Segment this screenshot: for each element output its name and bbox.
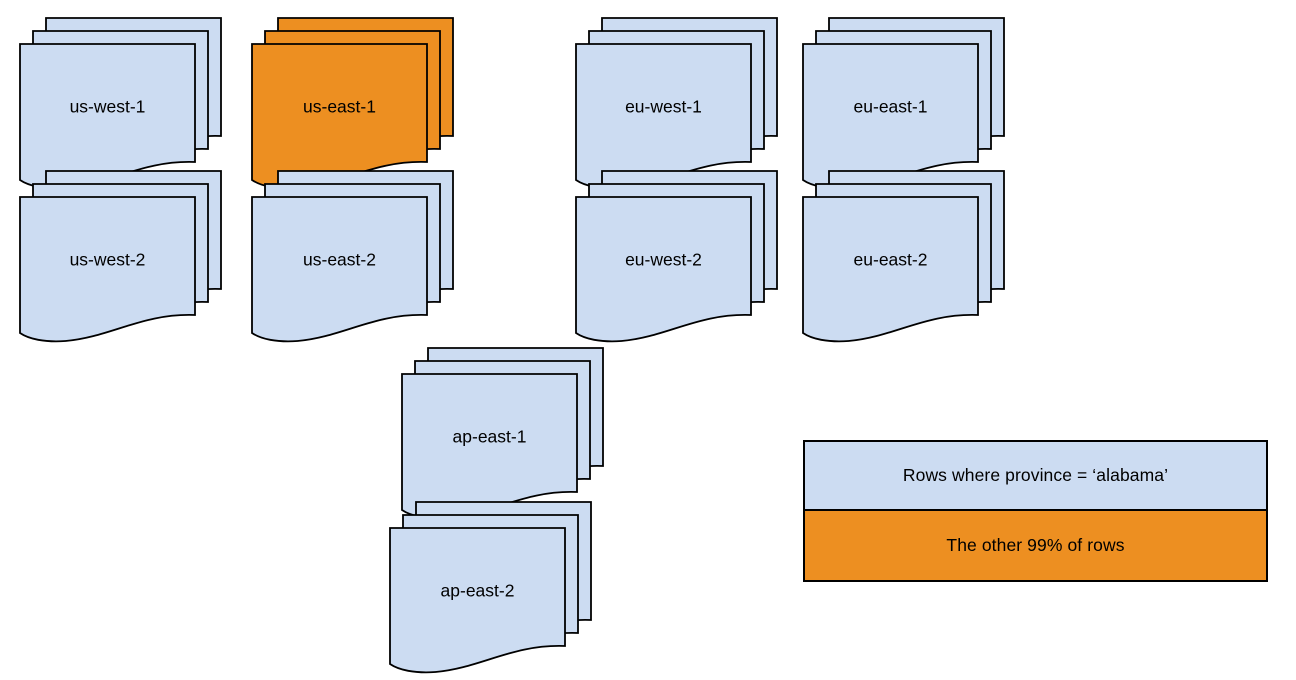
region-stack-label: eu-west-2 <box>625 249 702 269</box>
region-stack-ap-east-2[interactable]: ap-east-2 <box>388 500 593 674</box>
region-stack-ap-east-1[interactable]: ap-east-1 <box>400 346 605 520</box>
region-stack-eu-east-2[interactable]: eu-east-2 <box>801 169 1006 343</box>
document-shape <box>802 196 979 343</box>
legend: Rows where province = ‘alabama’ The other… <box>803 440 1268 582</box>
document-sheet-front <box>19 196 196 343</box>
region-stack-label: eu-east-1 <box>854 96 928 116</box>
legend-row-other-rows: The other 99% of rows <box>805 511 1266 580</box>
region-stack-us-east-2[interactable]: us-east-2 <box>250 169 455 343</box>
region-stack-label: ap-east-1 <box>453 426 527 446</box>
region-stack-us-east-1[interactable]: us-east-1 <box>250 16 455 190</box>
document-sheet-front <box>802 196 979 343</box>
region-stack-us-west-2[interactable]: us-west-2 <box>18 169 223 343</box>
region-stack-label: us-west-1 <box>70 96 146 116</box>
region-stack-eu-east-1[interactable]: eu-east-1 <box>801 16 1006 190</box>
document-shape <box>389 527 566 674</box>
region-stack-eu-west-1[interactable]: eu-west-1 <box>574 16 779 190</box>
region-stack-label: eu-east-2 <box>854 249 928 269</box>
document-shape <box>19 196 196 343</box>
document-sheet-front <box>575 196 752 343</box>
document-sheet-front <box>251 196 428 343</box>
region-stack-label: us-west-2 <box>70 249 146 269</box>
legend-row-matching-rows: Rows where province = ‘alabama’ <box>805 442 1266 511</box>
region-stack-label: ap-east-2 <box>441 580 515 600</box>
region-stack-label: us-east-1 <box>303 96 376 116</box>
document-shape <box>251 196 428 343</box>
document-shape <box>575 196 752 343</box>
legend-label: The other 99% of rows <box>946 535 1125 555</box>
region-stack-label: eu-west-1 <box>625 96 702 116</box>
region-stack-us-west-1[interactable]: us-west-1 <box>18 16 223 190</box>
region-stack-eu-west-2[interactable]: eu-west-2 <box>574 169 779 343</box>
region-stack-label: us-east-2 <box>303 249 376 269</box>
document-sheet-front <box>389 527 566 674</box>
legend-label: Rows where province = ‘alabama’ <box>902 465 1169 485</box>
